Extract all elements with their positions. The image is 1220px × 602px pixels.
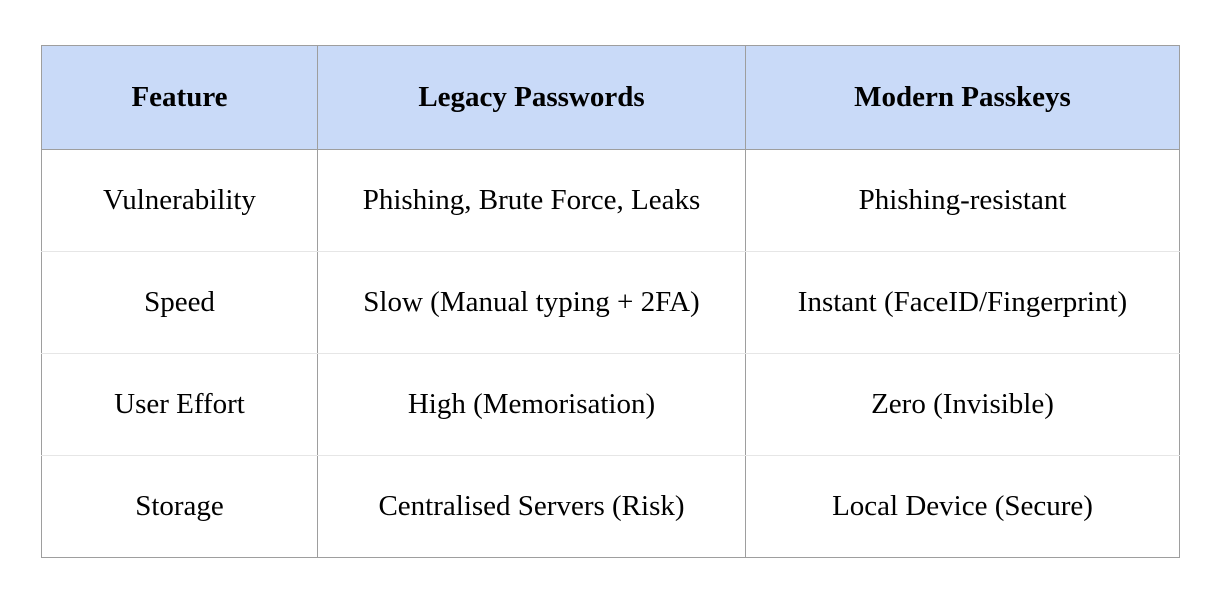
cell-modern: Instant (FaceID/Fingerprint)	[745, 251, 1180, 354]
cell-legacy: High (Memorisation)	[317, 353, 746, 456]
table-row: Storage Centralised Servers (Risk) Local…	[41, 455, 1180, 558]
cell-legacy: Centralised Servers (Risk)	[317, 455, 746, 558]
comparison-table: Feature Legacy Passwords Modern Passkeys…	[41, 45, 1180, 558]
cell-modern: Phishing-resistant	[745, 149, 1180, 252]
cell-modern: Zero (Invisible)	[745, 353, 1180, 456]
cell-feature: User Effort	[41, 353, 318, 456]
table-header: Feature Legacy Passwords Modern Passkeys	[41, 45, 1180, 150]
header-legacy-passwords: Legacy Passwords	[317, 45, 746, 150]
cell-legacy: Phishing, Brute Force, Leaks	[317, 149, 746, 252]
table-row: Speed Slow (Manual typing + 2FA) Instant…	[41, 251, 1180, 354]
cell-modern: Local Device (Secure)	[745, 455, 1180, 558]
header-modern-passkeys: Modern Passkeys	[745, 45, 1180, 150]
header-row: Feature Legacy Passwords Modern Passkeys	[41, 45, 1180, 150]
cell-feature: Speed	[41, 251, 318, 354]
table-row: Vulnerability Phishing, Brute Force, Lea…	[41, 149, 1180, 252]
cell-legacy: Slow (Manual typing + 2FA)	[317, 251, 746, 354]
header-feature: Feature	[41, 45, 318, 150]
cell-feature: Vulnerability	[41, 149, 318, 252]
table-row: User Effort High (Memorisation) Zero (In…	[41, 353, 1180, 456]
cell-feature: Storage	[41, 455, 318, 558]
table-body: Vulnerability Phishing, Brute Force, Lea…	[41, 149, 1180, 558]
